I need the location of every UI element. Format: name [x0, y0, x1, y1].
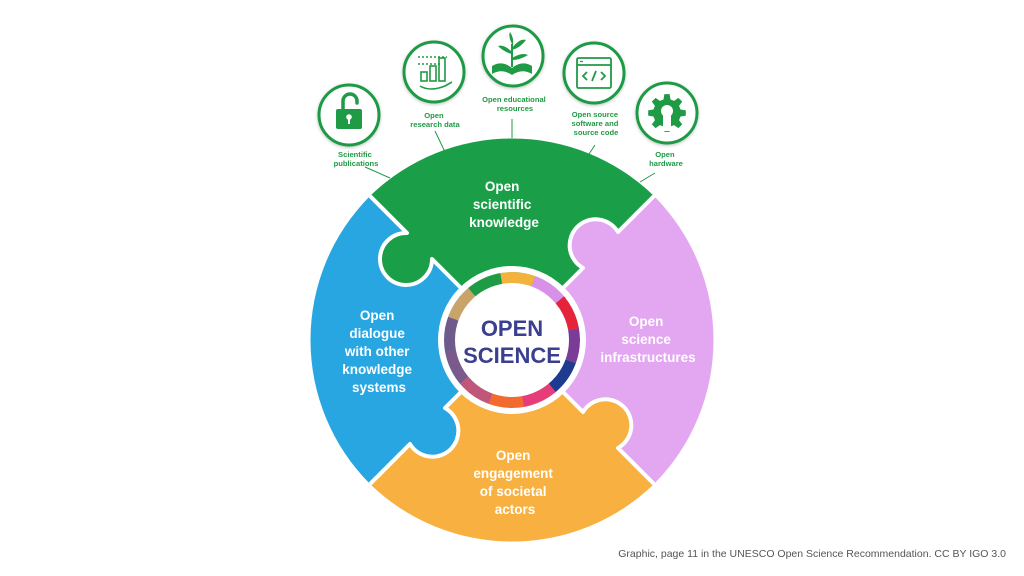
center-title-line1: OPEN — [481, 316, 543, 341]
ring-segment — [554, 296, 579, 331]
open-padlock-icon — [336, 92, 362, 129]
icon-item-open-hardware: Open hardware — [635, 81, 699, 168]
icon-label-open-research-data: Open research data — [410, 111, 460, 129]
open-book-plant-icon — [492, 32, 532, 75]
icon-leader-lines — [364, 119, 656, 183]
bar-chart-hand-icon — [418, 56, 453, 90]
segment-label-knowledge: Open scientific knowledge — [469, 179, 539, 230]
ring-segment — [547, 358, 576, 393]
puzzle-wheel — [310, 138, 714, 542]
segment-open-engagement-of-societal-actors — [370, 382, 654, 542]
ring-segment — [521, 382, 556, 407]
ring-segment — [448, 287, 477, 322]
icon-label-scientific-publications: Scientific publications — [334, 150, 379, 168]
center-disc — [468, 296, 556, 384]
icon-item-open-research-data: Open research data — [402, 40, 466, 129]
code-window-icon — [576, 57, 612, 89]
icon-item-open-educational-resources: Open educational resources — [481, 24, 548, 113]
gear-slot — [663, 115, 671, 131]
segment-label-engagement: Open engagement of societal actors — [473, 448, 556, 517]
segment-label-infrastructures: Open science infrastructures — [600, 314, 695, 365]
center-title-line2: SCIENCE — [463, 343, 561, 368]
gear-icon — [648, 94, 686, 132]
ring-segment — [468, 273, 503, 298]
icon-label-open-hardware: Open hardware — [649, 150, 683, 168]
segment-separators — [368, 194, 656, 486]
segment-label-dialogue: Open dialogue with other knowledge syste… — [342, 308, 416, 395]
segment-open-science-infrastructures — [553, 196, 714, 484]
icon-item-open-source-software: Open source software and source code — [562, 41, 626, 137]
ring-outer-border — [438, 266, 586, 414]
segment-open-scientific-knowledge — [370, 138, 654, 298]
ring-segment — [530, 276, 565, 305]
icon-item-scientific-publications: Scientific publications — [317, 83, 381, 168]
gear-hole — [661, 105, 673, 117]
source-caption: Graphic, page 11 in the UNESCO Open Scie… — [618, 548, 1006, 560]
icon-label-open-source-software: Open source software and source code — [572, 110, 621, 137]
ring-segment — [459, 375, 494, 404]
ring-segment — [445, 349, 470, 384]
icon-label-open-educational-resources: Open educational resources — [482, 95, 548, 113]
